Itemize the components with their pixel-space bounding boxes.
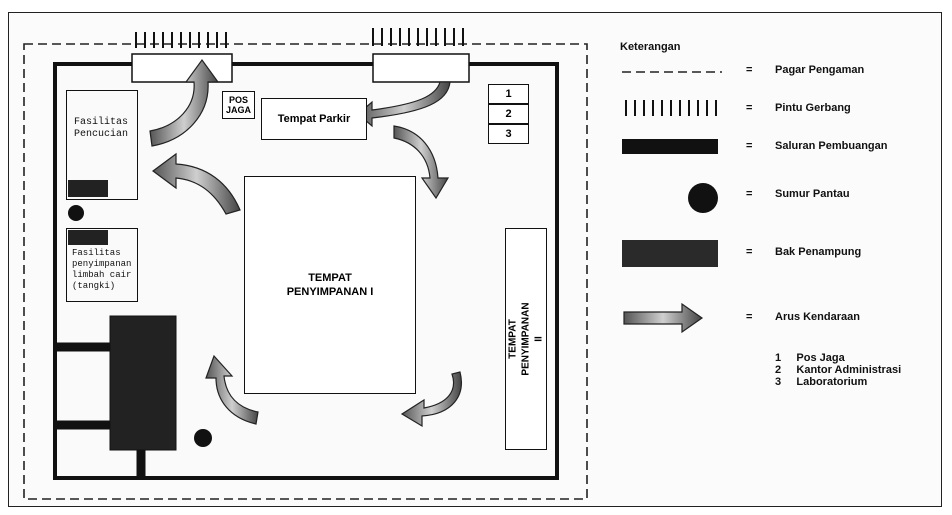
- security-fence: [23, 43, 588, 500]
- legend-num-3: 3: [775, 376, 782, 388]
- legend-channel-label: Saluran Pembuangan: [775, 140, 888, 152]
- drainage-channels: [55, 342, 146, 478]
- storage-area-2-box: TEMPAT PENYIMPANAN II: [505, 228, 547, 450]
- guard-post-box: POS JAGA: [222, 91, 255, 119]
- storage-1-label-1: TEMPAT: [308, 272, 352, 284]
- liquid-waste-storage-box: Fasilitas penyimpanan limbah cair (tangk…: [66, 228, 138, 302]
- storage-area-1-box: TEMPAT PENYIMPANAN I: [244, 176, 416, 394]
- legend-fence-label: Pagar Pengaman: [775, 64, 865, 76]
- storage-2-label-2: PENYIMPANAN II: [520, 302, 545, 376]
- legend-channel-symbol: [622, 139, 718, 154]
- legend-equals-6: =: [746, 311, 753, 323]
- gate-right: [372, 28, 470, 83]
- guard-post-label-2: JAGA: [225, 105, 251, 115]
- building-number-2: 2: [505, 108, 512, 120]
- legend-title: Keterangan: [620, 41, 681, 53]
- building-number-1: 1: [505, 88, 512, 100]
- gate-left: [131, 32, 233, 83]
- vehicle-flow-arrow-5: [400, 371, 462, 428]
- vehicle-flow-arrow-3: [357, 81, 451, 128]
- legend-numbered-list: 1 Pos Jaga 2 Kantor Administrasi 3 Labor…: [775, 352, 901, 388]
- monitoring-well-1: [68, 205, 84, 221]
- washing-facility-label-1: Fasilitas: [74, 117, 129, 128]
- legend-equals-1: =: [746, 64, 753, 76]
- collection-tank-small-1: [68, 180, 108, 197]
- legend-tank-symbol: [622, 240, 718, 267]
- parking-label: Tempat Parkir: [277, 113, 351, 125]
- legend-equals-2: =: [746, 102, 753, 114]
- parking-box: Tempat Parkir: [261, 98, 367, 140]
- legend-num-2-label: Kantor Administrasi: [796, 364, 902, 376]
- legend-gate-label: Pintu Gerbang: [775, 102, 851, 114]
- legend-tank-label: Bak Penampung: [775, 246, 862, 258]
- collection-tank-small-2: [68, 230, 108, 245]
- legend-gate-symbol: [625, 100, 717, 116]
- liquid-storage-label-2: penyimpanan: [72, 259, 132, 269]
- vehicle-flow-arrow-4: [393, 125, 450, 200]
- liquid-storage-label-4: (tangki): [72, 281, 116, 291]
- storage-2-label-1: TEMPAT: [507, 319, 519, 359]
- legend-well-label: Sumur Pantau: [775, 188, 850, 200]
- legend-num-1: 1: [775, 352, 782, 364]
- guard-post-label-1: POS: [228, 95, 248, 105]
- legend-equals-5: =: [746, 246, 753, 258]
- numbered-building-3: 3: [488, 124, 529, 144]
- legend-num-2: 2: [775, 364, 782, 376]
- numbered-building-2: 2: [488, 104, 529, 124]
- legend-num-3-label: Laboratorium: [796, 376, 868, 388]
- liquid-storage-label-1: Fasilitas: [72, 248, 121, 258]
- vehicle-flow-arrow-6: [205, 354, 259, 425]
- legend-equals-4: =: [746, 188, 753, 200]
- collection-tank: [109, 315, 177, 451]
- numbered-building-1: 1: [488, 84, 529, 104]
- liquid-storage-label-3: limbah cair: [72, 270, 132, 280]
- legend-equals-3: =: [746, 140, 753, 152]
- legend-well-symbol: [688, 183, 718, 213]
- legend-num-1-label: Pos Jaga: [796, 352, 845, 364]
- vehicle-flow-arrow-1: [149, 58, 220, 147]
- legend-flow-label: Arus Kendaraan: [775, 311, 860, 323]
- monitoring-well-2: [194, 429, 212, 447]
- storage-1-label-2: PENYIMPANAN I: [286, 286, 374, 298]
- building-number-3: 3: [505, 128, 512, 140]
- washing-facility-label-2: Pencucian: [74, 129, 129, 140]
- washing-facility-box: Fasilitas Pencucian: [66, 90, 138, 200]
- legend-flow-arrow-symbol: [623, 302, 704, 334]
- vehicle-flow-arrow-2: [151, 152, 241, 215]
